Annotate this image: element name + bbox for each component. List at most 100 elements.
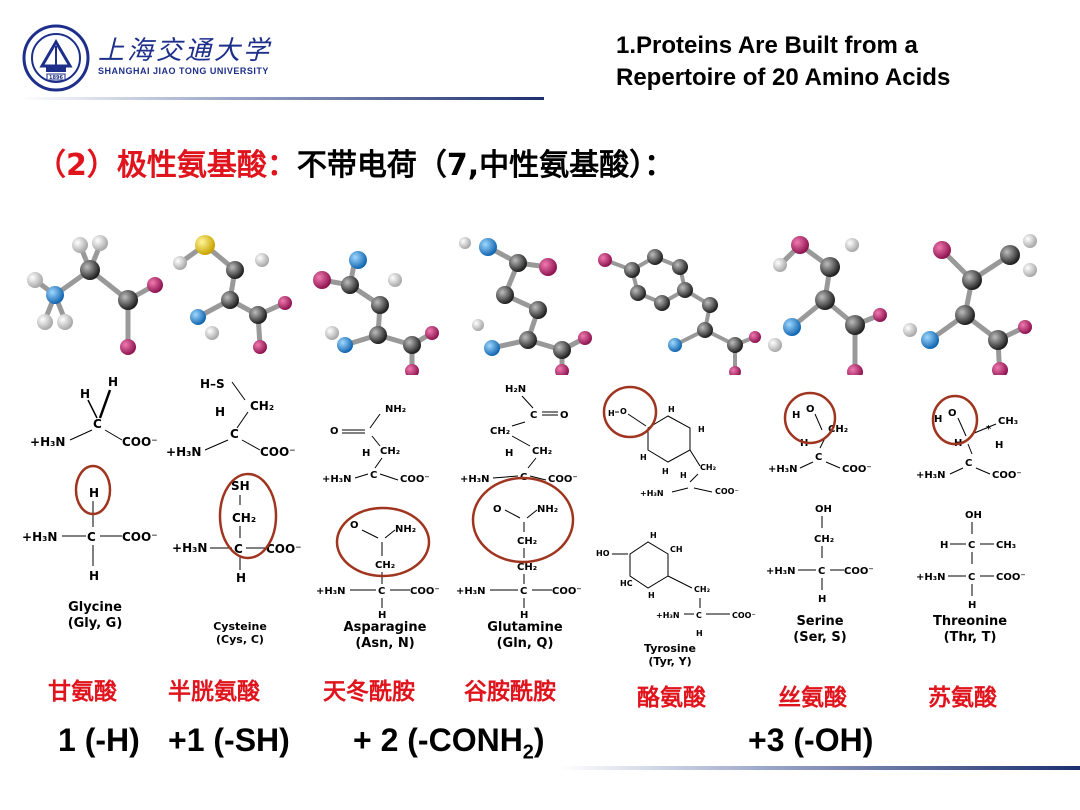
caption-asparagine: Asparagine(Asn, N)	[343, 620, 427, 651]
svg-text:CH₃: CH₃	[998, 416, 1018, 427]
caption-threonine: Threonine(Thr, T)	[932, 614, 1008, 645]
glycine-model	[27, 235, 163, 355]
svg-text:H–S: H–S	[200, 377, 225, 391]
svg-text:COO⁻: COO⁻	[992, 470, 1022, 481]
svg-text:O: O	[350, 520, 359, 531]
count-amides: + 2 (-CONH2)	[353, 722, 545, 764]
svg-text:H: H	[378, 610, 386, 621]
svg-text:C: C	[530, 410, 537, 421]
svg-text:H: H	[968, 600, 976, 611]
svg-text:CH₂: CH₂	[532, 446, 552, 457]
svg-text:COO⁻: COO⁻	[732, 611, 756, 620]
svg-text:*: *	[986, 424, 992, 435]
svg-text:CH₂: CH₂	[232, 511, 256, 525]
asparagine-model	[313, 251, 439, 375]
svg-text:O: O	[620, 407, 627, 416]
svg-text:SH: SH	[231, 479, 250, 493]
svg-text:C: C	[815, 452, 822, 463]
svg-text:O: O	[493, 504, 502, 515]
svg-text:C: C	[93, 417, 102, 431]
svg-text:O: O	[806, 404, 815, 415]
svg-text:+H₃N: +H₃N	[916, 572, 946, 583]
svg-text:COO⁻: COO⁻	[552, 586, 582, 597]
svg-text:H: H	[668, 405, 675, 414]
svg-text:H: H	[520, 610, 528, 621]
seal-year: 1896	[49, 75, 63, 81]
caption-serine: Serine(Ser, S)	[793, 614, 847, 645]
tyrosine-model	[598, 249, 761, 375]
svg-text:CH₂: CH₂	[375, 560, 395, 571]
svg-text:H: H	[648, 591, 655, 600]
svg-text:COO⁻: COO⁻	[122, 530, 158, 544]
svg-text:+H₃N: +H₃N	[316, 586, 346, 597]
svg-text:NH₂: NH₂	[395, 524, 416, 535]
svg-text:HC: HC	[620, 579, 633, 588]
svg-text:CH₂: CH₂	[490, 426, 510, 437]
svg-text:H: H	[640, 453, 647, 462]
svg-text:+H₃N: +H₃N	[460, 474, 490, 485]
svg-text:COO⁻: COO⁻	[260, 445, 296, 459]
university-name-en: SHANGHAI JIAO TONG UNIVERSITY	[98, 66, 269, 76]
caption-glutamine: Glutamine(Gln, Q)	[487, 620, 563, 651]
svg-text:H: H	[608, 409, 615, 418]
svg-text:C: C	[230, 427, 239, 441]
svg-text:+H₃N: +H₃N	[172, 541, 207, 555]
svg-text:CH₃: CH₃	[996, 540, 1016, 551]
university-name-cn: 上海交通大学	[98, 36, 273, 66]
svg-text:+H₃N: +H₃N	[30, 435, 65, 449]
svg-text:COO⁻: COO⁻	[548, 474, 578, 485]
svg-text:COO⁻: COO⁻	[996, 572, 1026, 583]
svg-text:+H₃N: +H₃N	[22, 530, 57, 544]
cn-name-threonine: 苏氨酸	[928, 685, 997, 711]
svg-text:H: H	[89, 486, 99, 500]
svg-text:OH: OH	[815, 504, 832, 515]
subtitle-category: （2）极性氨基酸：	[36, 148, 297, 183]
svg-text:CH₂: CH₂	[694, 585, 711, 594]
svg-text:O: O	[948, 408, 957, 419]
cn-name-serine: 丝氨酸	[778, 685, 847, 711]
svg-text:COO⁻: COO⁻	[410, 586, 440, 597]
footer-divider	[560, 766, 1080, 770]
cn-name-tyrosine: 酪氨酸	[637, 685, 706, 711]
svg-text:O: O	[330, 426, 339, 437]
caption-cysteine: Cysteine(Cys, C)	[213, 620, 267, 646]
svg-text:C: C	[234, 542, 243, 556]
svg-text:+H₃N: +H₃N	[166, 445, 201, 459]
svg-text:C: C	[370, 470, 377, 481]
svg-text:H: H	[792, 410, 800, 421]
cn-name-glycine: 甘氨酸	[48, 679, 117, 705]
svg-text:C: C	[965, 458, 972, 469]
svg-text:H: H	[108, 375, 118, 389]
svg-text:COO⁻: COO⁻	[122, 435, 158, 449]
svg-text:H: H	[505, 448, 513, 459]
svg-text:+H₃N: +H₃N	[322, 474, 352, 485]
slide-title: 1.Proteins Are Built from a Repertoire o…	[616, 30, 1046, 94]
svg-text:C: C	[696, 611, 702, 620]
structural-formulas: H H C +H₃N COO⁻ H +H₃N C COO⁻ H H–S CH₂ H C…	[22, 375, 1026, 638]
svg-text:CH₂: CH₂	[814, 534, 834, 545]
svg-text:+H₃N: +H₃N	[768, 464, 798, 475]
svg-text:H: H	[698, 425, 705, 434]
university-seal-icon: 1896	[22, 24, 90, 92]
svg-text:COO⁻: COO⁻	[844, 566, 874, 577]
svg-text:H: H	[236, 571, 246, 585]
svg-text:+H₃N: +H₃N	[766, 566, 796, 577]
svg-text:C: C	[968, 572, 975, 583]
count-hydroxyl: +3 (-OH)	[748, 722, 874, 758]
highlight-circles	[74, 385, 979, 578]
svg-text:OH: OH	[965, 510, 982, 521]
ball-and-stick-models	[27, 234, 1037, 375]
cn-name-asparagine: 天冬酰胺	[323, 679, 415, 705]
svg-text:+H₃N: +H₃N	[640, 489, 664, 498]
svg-text:CH₂: CH₂	[828, 424, 848, 435]
svg-text:COO⁻: COO⁻	[266, 542, 302, 556]
svg-text:COO⁻: COO⁻	[842, 464, 872, 475]
svg-text:C: C	[818, 566, 825, 577]
cn-name-cysteine: 半胱氨酸	[168, 679, 260, 705]
